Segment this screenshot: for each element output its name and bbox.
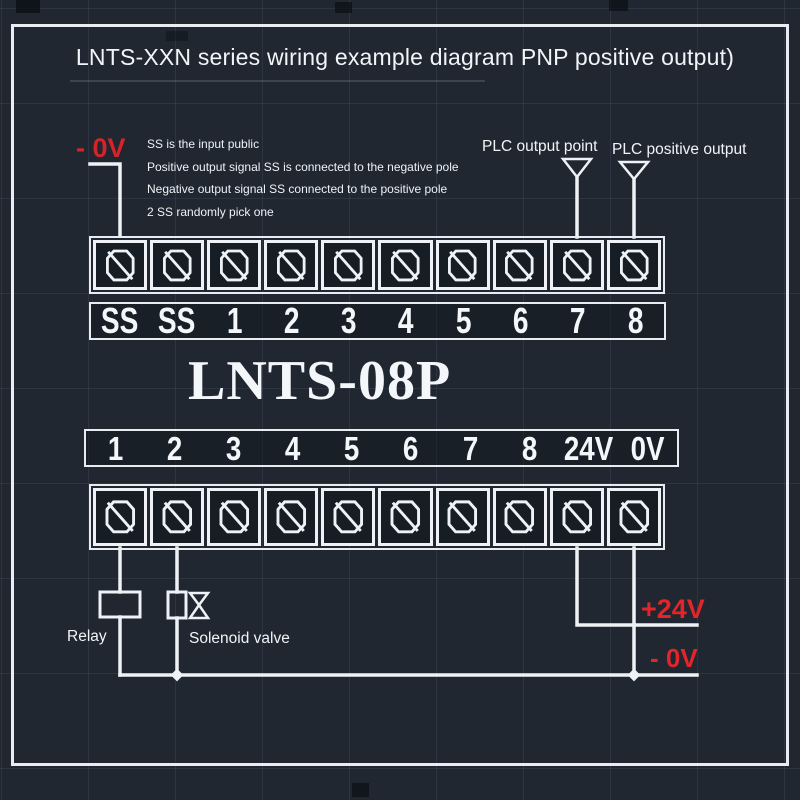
plus-24v-label: +24V — [641, 594, 705, 624]
screw-terminal — [321, 240, 376, 290]
screw-icon — [391, 249, 420, 281]
terminal-label: 4 — [285, 429, 301, 467]
valve-icon — [187, 602, 211, 620]
screw-terminal — [378, 488, 433, 546]
terminal-label: 3 — [226, 429, 242, 467]
junction-node — [627, 668, 641, 682]
screw-terminal — [492, 488, 547, 546]
screw-terminal — [492, 240, 547, 290]
screw-terminal — [549, 240, 604, 290]
screw-icon — [619, 500, 649, 534]
output-terminal-label-row: 1 2 3 4 5 6 7 8 24V 0V — [84, 429, 679, 467]
terminal-label: 1 — [107, 429, 124, 467]
screw-icon — [505, 249, 534, 281]
screw-terminal — [435, 488, 490, 546]
screw-icon — [333, 500, 364, 534]
screw-terminal — [93, 488, 148, 546]
screw-icon — [562, 500, 592, 534]
note-line: 2 SS randomly pick one — [147, 205, 274, 219]
input-common-0v-label: - 0V — [76, 133, 126, 163]
dark-artifact-mark — [352, 783, 369, 797]
screw-terminal — [606, 240, 661, 290]
plc-arrow-icon — [560, 157, 594, 180]
terminal-label: 24V — [563, 429, 613, 467]
terminal-label: 7 — [462, 429, 478, 467]
plc-output-point-label: PLC output point — [482, 138, 598, 155]
screw-icon — [105, 500, 135, 534]
valve-icon — [187, 591, 211, 608]
title-underline — [70, 80, 485, 82]
screw-terminal — [207, 488, 262, 546]
screw-terminal — [93, 240, 148, 290]
terminal-label: 7 — [570, 300, 586, 341]
screw-icon — [504, 500, 535, 534]
relay-label: Relay — [67, 628, 107, 645]
diagram-title: LNTS-XXN series wiring example diagram P… — [75, 44, 735, 70]
note-line: Positive output signal SS is connected t… — [147, 160, 459, 174]
screw-icon — [390, 500, 421, 534]
dark-artifact-mark — [166, 31, 188, 41]
terminal-label: 5 — [455, 300, 472, 341]
screw-icon — [334, 249, 363, 281]
screw-terminal — [264, 488, 319, 546]
screw-terminal — [378, 240, 433, 290]
screw-icon — [162, 249, 192, 281]
module-name: LNTS-08P — [188, 350, 452, 412]
terminal-label: 5 — [344, 429, 360, 467]
terminal-label: SS — [100, 300, 139, 341]
terminal-label: 8 — [627, 300, 644, 341]
diagram-frame — [11, 24, 789, 766]
junction-node — [170, 668, 184, 682]
screw-terminal — [264, 240, 319, 290]
terminal-label: 8 — [521, 429, 537, 467]
terminal-label: 6 — [512, 300, 529, 341]
screw-icon — [219, 500, 249, 534]
dark-artifact-mark — [16, 0, 40, 13]
screw-icon — [447, 500, 478, 534]
relay-symbol — [98, 590, 142, 619]
note-line: Negative output signal SS connected to t… — [147, 182, 448, 196]
screw-terminal — [150, 240, 205, 290]
screw-terminal — [207, 240, 262, 290]
screw-icon — [277, 249, 306, 281]
screw-icon — [562, 249, 592, 281]
terminal-label: 4 — [398, 300, 414, 341]
screw-icon — [162, 500, 192, 534]
terminal-label: 1 — [226, 300, 243, 341]
dark-artifact-mark — [335, 2, 352, 13]
terminal-label: 2 — [283, 300, 300, 341]
screw-icon — [105, 249, 135, 281]
screw-terminal — [150, 488, 205, 546]
wire-24v — [575, 546, 699, 627]
plc-arrow-icon — [617, 160, 651, 181]
solenoid-coil-symbol — [166, 590, 188, 620]
terminal-label: 2 — [166, 429, 183, 467]
screw-icon — [276, 500, 307, 534]
screw-terminal — [549, 488, 604, 546]
terminal-label: 0V — [630, 429, 665, 467]
input-common-wire — [88, 162, 122, 238]
minus-0v-label: - 0V — [650, 643, 698, 673]
dark-artifact-mark — [609, 0, 628, 11]
terminal-label: 6 — [403, 429, 419, 467]
screw-icon — [619, 249, 649, 281]
solenoid-valve-label: Solenoid valve — [189, 630, 290, 647]
screw-icon — [219, 249, 249, 281]
terminal-label: 3 — [341, 300, 357, 341]
screw-terminal — [606, 488, 661, 546]
screw-terminal — [435, 240, 490, 290]
terminal-label: SS — [158, 300, 196, 341]
output-terminal-strip — [89, 484, 665, 550]
plc-positive-output-label: PLC positive output — [612, 141, 747, 158]
note-line: SS is the input public — [147, 137, 260, 151]
input-terminal-strip — [89, 236, 665, 294]
screw-icon — [448, 249, 477, 281]
screw-terminal — [321, 488, 376, 546]
